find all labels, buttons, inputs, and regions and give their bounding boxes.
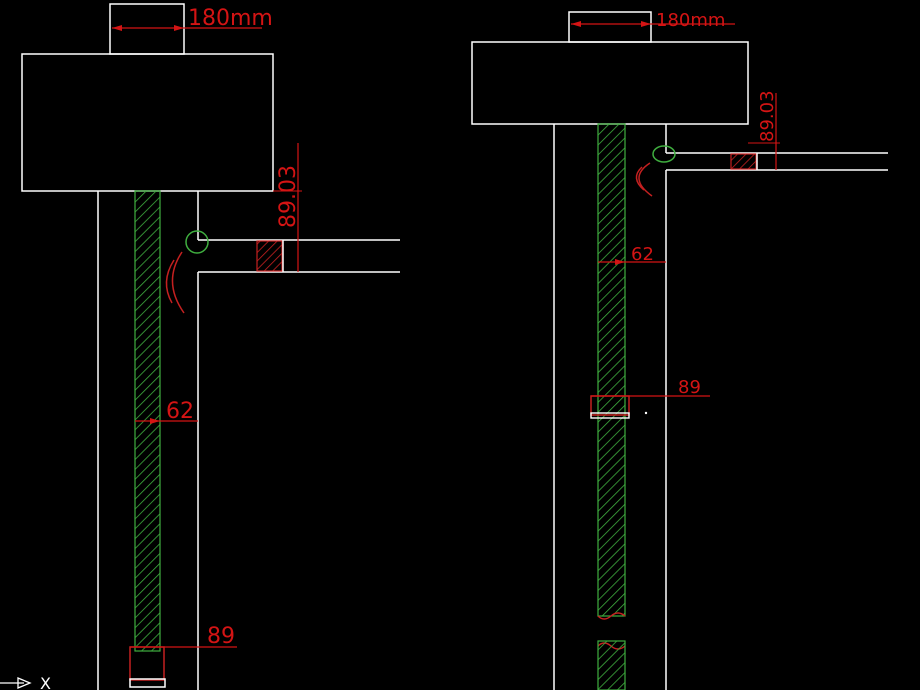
- left-bottom-dim-label: 89: [207, 624, 235, 649]
- right-small-dot: [644, 411, 648, 415]
- right-drop-dim-label: 89.03: [757, 90, 778, 142]
- right-pipe-dim-label: 62: [631, 244, 654, 265]
- right-head-block: [471, 41, 749, 125]
- right-drawing: 180mm 89.03 62 89: [471, 10, 888, 690]
- right-top-dim-label: 180mm: [656, 10, 725, 31]
- right-green-circle: [652, 145, 676, 163]
- left-pipe-dim-label: 62: [166, 399, 194, 424]
- right-middle-dim-label: 89: [678, 377, 701, 398]
- ucs-axis-icon: X: [0, 674, 51, 690]
- left-flow-arc-outer: [171, 251, 185, 314]
- left-top-dim-label: 180mm: [188, 6, 273, 31]
- right-middle-plate: [590, 412, 630, 419]
- right-branch-hatch: [730, 153, 757, 170]
- ucs-x-arrow-icon: [17, 677, 32, 689]
- right-pipe-dim-arrow: [615, 259, 625, 265]
- right-flow-arc-outer: [638, 162, 653, 197]
- right-top-cap: [568, 11, 652, 43]
- right-top-dim-arrow-right: [641, 21, 651, 27]
- right-hatched-pipe-lower: [597, 640, 626, 690]
- left-flow-arc-inner: [165, 259, 175, 304]
- left-bottom-fitting: [129, 646, 165, 681]
- left-pipe-dim-arrow: [150, 418, 160, 424]
- left-drawing: 180mm 89.03 62 89: [21, 3, 400, 690]
- left-top-dim-arrow-right: [174, 25, 184, 31]
- left-bottom-plate: [129, 678, 166, 688]
- ucs-x-label: X: [40, 674, 51, 690]
- left-green-circle: [185, 230, 209, 254]
- right-flow-arc-inner: [635, 166, 645, 191]
- left-top-dim-arrow-left: [112, 25, 122, 31]
- right-hatched-pipe-upper: [597, 123, 626, 617]
- left-head-block: [21, 53, 274, 192]
- right-top-dim-arrow-left: [571, 21, 581, 27]
- left-branch-hatch: [256, 240, 283, 272]
- right-break-mark-upper: [597, 612, 626, 620]
- left-drop-dim-label: 89.03: [276, 165, 301, 228]
